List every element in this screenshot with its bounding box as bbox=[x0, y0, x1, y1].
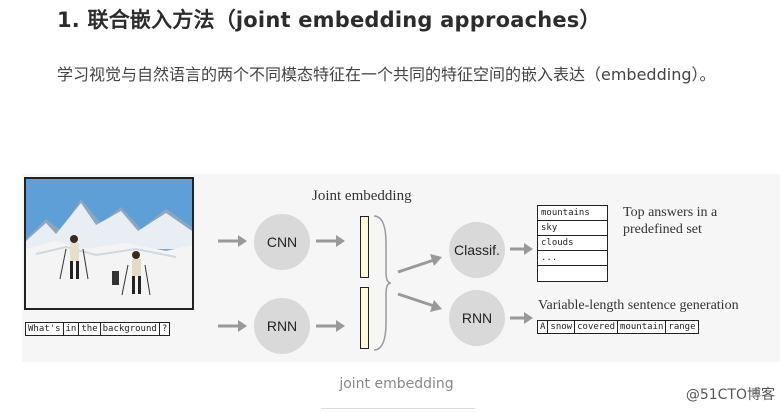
classifier-node: Classif. bbox=[449, 222, 505, 278]
sentence-word: A bbox=[538, 321, 549, 333]
answer-item bbox=[538, 266, 607, 281]
question-word: the bbox=[79, 323, 101, 335]
cnn-node: CNN bbox=[254, 214, 310, 270]
arrow-to-rnn bbox=[218, 320, 247, 332]
question-box: What's in the background ? bbox=[25, 322, 171, 336]
joint-embedding-figure: What's in the background ? CNN RNN Joint… bbox=[22, 174, 780, 362]
question-word: What's bbox=[26, 323, 64, 335]
question-word: ? bbox=[161, 324, 168, 334]
rnn-encoder-node: RNN bbox=[254, 298, 310, 354]
sentence-word: snow bbox=[548, 321, 576, 333]
answer-item: sky bbox=[538, 221, 607, 236]
arrow-to-answers bbox=[510, 243, 533, 255]
sentence-word: mountain bbox=[618, 321, 667, 333]
figure-caption: joint embedding bbox=[339, 376, 454, 392]
question-feature-vector bbox=[360, 287, 369, 349]
sentence-word: covered bbox=[575, 321, 619, 333]
rnn-decoder-node: RNN bbox=[449, 290, 505, 346]
joint-brace bbox=[373, 215, 392, 351]
arrow-rnn-to-vector bbox=[316, 320, 345, 332]
caption-underline bbox=[321, 408, 475, 409]
arrow-to-sentence bbox=[510, 312, 533, 324]
answer-item: mountains bbox=[538, 206, 607, 221]
question-word: background bbox=[101, 323, 160, 335]
arrow-to-cnn bbox=[218, 235, 247, 247]
skiers-photo bbox=[24, 177, 194, 310]
generated-sentence: A snow covered mountain range bbox=[537, 320, 699, 334]
top-answers-text: Top answers in a predefined set bbox=[623, 205, 718, 237]
watermark: @51CTO博客 bbox=[685, 387, 775, 403]
joint-embedding-label: Joint embedding bbox=[312, 188, 412, 204]
description-paragraph: 学习视觉与自然语言的两个不同模态特征在一个共同的特征空间的嵌入表达（embedd… bbox=[57, 65, 716, 84]
arrow-to-classifier bbox=[397, 254, 442, 274]
answer-item: ... bbox=[538, 251, 607, 266]
question-word: in bbox=[64, 323, 80, 335]
variable-length-text: Variable-length sentence generation bbox=[538, 298, 739, 313]
arrow-to-decoder bbox=[397, 292, 442, 312]
arrow-cnn-to-vector bbox=[316, 235, 345, 247]
image-feature-vector bbox=[360, 216, 369, 278]
answer-item: clouds bbox=[538, 236, 607, 251]
section-heading: 1. 联合嵌入方法（joint embedding approaches） bbox=[57, 8, 601, 32]
sentence-word: range bbox=[668, 322, 696, 332]
answer-list: mountains sky clouds ... bbox=[537, 205, 608, 282]
